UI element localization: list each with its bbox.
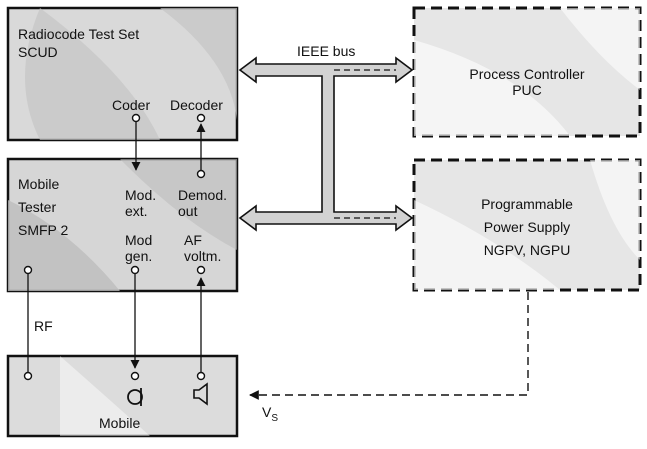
vs-supply-line bbox=[249, 292, 529, 400]
mod-ext-label-line1: Mod. bbox=[125, 187, 157, 203]
decoder-port-label: Decoder bbox=[170, 97, 223, 113]
ieee-bus bbox=[238, 56, 414, 232]
ieee-bus-label: IEEE bus bbox=[297, 43, 356, 59]
radiocode-title-line1: Radiocode Test Set bbox=[18, 26, 140, 42]
process-controller-line2: PUC bbox=[512, 82, 542, 98]
mobile-block bbox=[6, 354, 239, 438]
coder-to-mod-ext-link bbox=[131, 113, 141, 171]
mod-gen-label-line2: gen. bbox=[125, 248, 153, 264]
mobile-tester-title-line1: Mobile bbox=[18, 176, 60, 192]
power-supply-line1: Programmable bbox=[481, 196, 573, 212]
rf-link bbox=[23, 265, 33, 381]
demod-out-label-line2: out bbox=[178, 203, 198, 219]
loudspeaker-to-af-voltm-link bbox=[196, 265, 206, 381]
demod-out-label-line1: Demod. bbox=[178, 187, 228, 203]
loudspeaker-icon bbox=[193, 382, 208, 406]
mod-gen-to-microphone-link bbox=[130, 265, 140, 381]
power-supply-line2: Power Supply bbox=[483, 219, 571, 235]
power-supply-block bbox=[412, 158, 642, 292]
radiocode-test-set-block bbox=[6, 6, 239, 142]
rf-label: RF bbox=[34, 318, 53, 334]
mod-ext-label-line2: ext. bbox=[125, 203, 148, 219]
coder-port-label: Coder bbox=[112, 97, 151, 113]
af-voltm-label-line1: AF bbox=[184, 232, 202, 248]
demod-out-to-decoder-link bbox=[196, 113, 206, 179]
radiocode-title-line2: SCUD bbox=[18, 44, 58, 60]
microphone-icon bbox=[127, 388, 143, 406]
process-controller-block bbox=[412, 6, 642, 138]
vs-label-sub: S bbox=[271, 412, 279, 424]
process-controller-line1: Process Controller bbox=[469, 66, 585, 82]
power-supply-line3: NGPV, NGPU bbox=[483, 242, 571, 258]
vs-label-main: V bbox=[262, 404, 272, 420]
mobile-tester-title-line3: SMFP 2 bbox=[18, 222, 69, 238]
mod-gen-label-line1: Mod bbox=[125, 232, 153, 248]
mobile-label: Mobile bbox=[99, 415, 141, 431]
mobile-tester-title-line2: Tester bbox=[18, 199, 57, 215]
vs-label: VS bbox=[262, 404, 278, 427]
af-voltm-label-line2: voltm. bbox=[184, 248, 222, 264]
